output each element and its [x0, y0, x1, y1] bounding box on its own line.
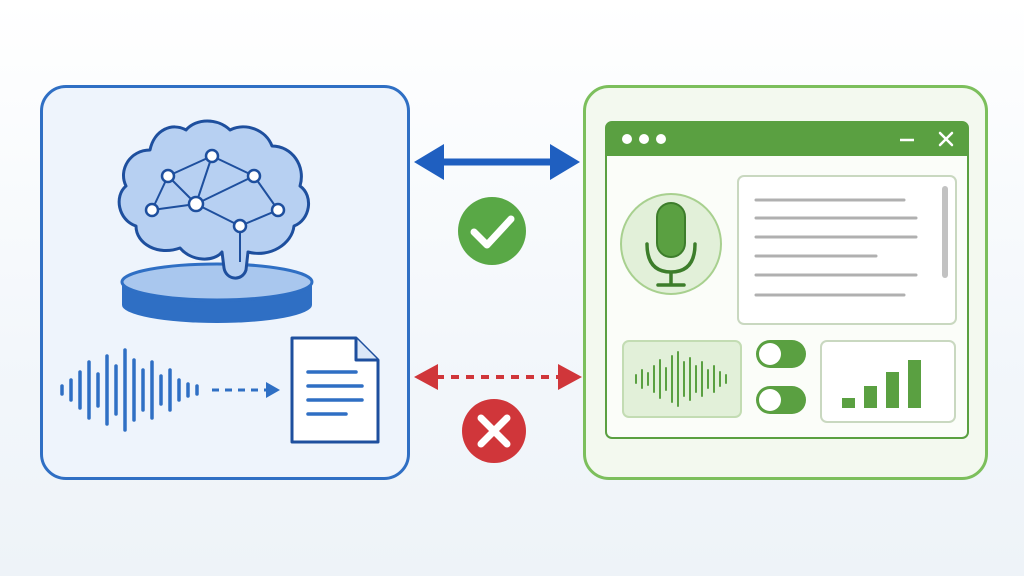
x-circle-icon — [462, 399, 526, 463]
window-dots — [622, 134, 666, 144]
transcript-area[interactable] — [737, 175, 957, 325]
connected-arrow — [414, 144, 580, 180]
toggle-switch-1[interactable] — [756, 340, 806, 368]
check-circle-icon — [458, 197, 526, 265]
toggle-switch-2[interactable] — [756, 386, 806, 414]
transcribe-arrow — [212, 382, 280, 398]
document-icon — [290, 336, 380, 444]
sound-wave-icon — [60, 348, 199, 432]
disc-platform-icon — [120, 262, 314, 323]
brain-network-icon — [117, 119, 310, 280]
audio-waveform-icon — [635, 351, 727, 407]
signal-bars-icon — [842, 360, 921, 408]
close-icon[interactable] — [938, 131, 954, 147]
microphone-button[interactable] — [620, 193, 722, 295]
blocked-arrow — [414, 364, 582, 390]
waveform-card — [622, 340, 742, 418]
scrollbar[interactable] — [942, 186, 948, 278]
signal-bars-card — [820, 340, 956, 423]
microphone-icon — [645, 202, 697, 287]
